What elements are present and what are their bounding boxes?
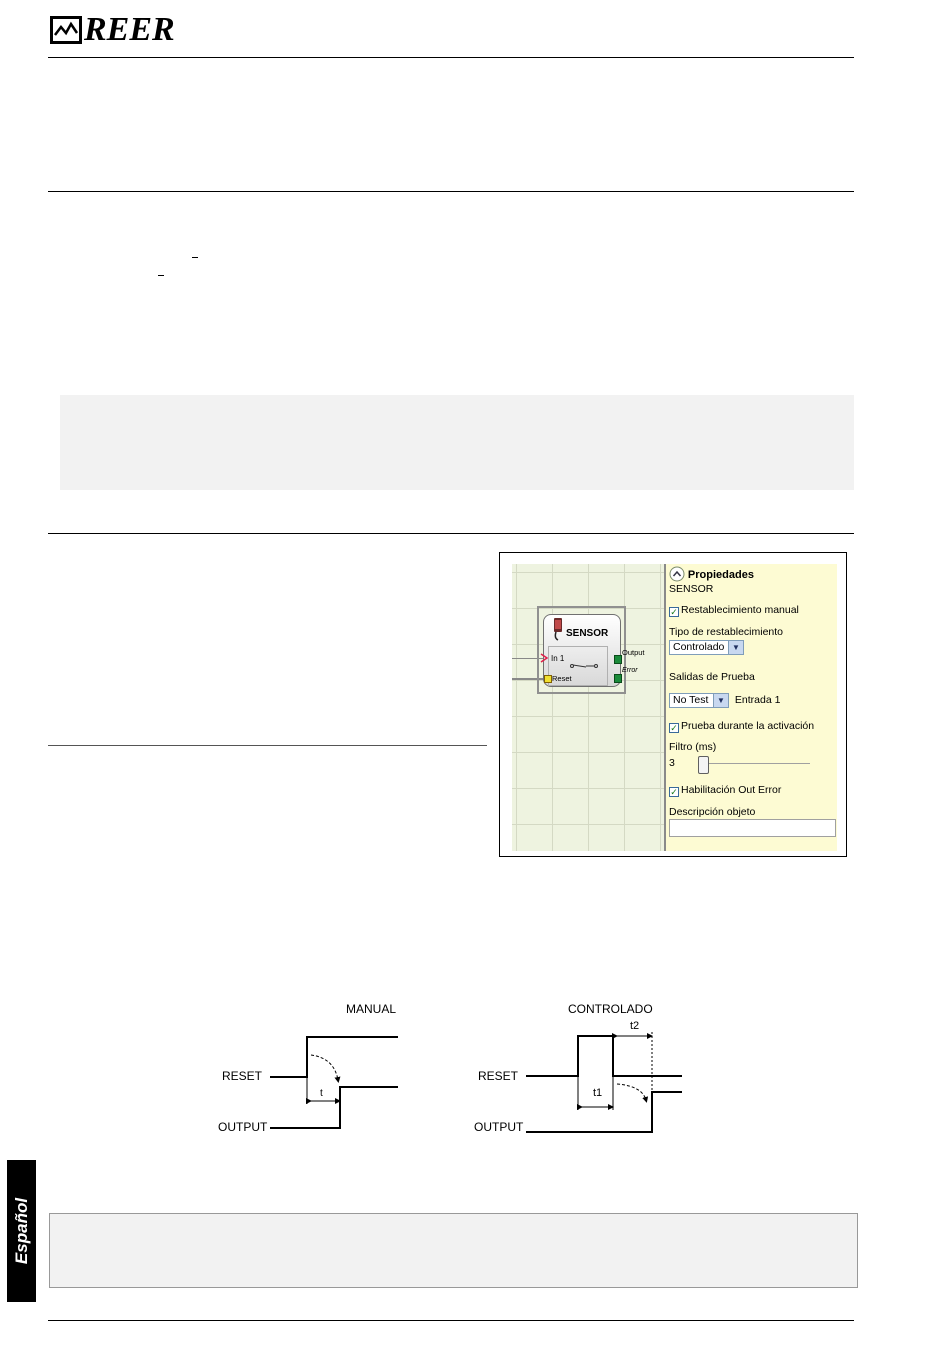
test-outputs-label: Salidas de Prueba — [669, 671, 755, 683]
section-rule-1 — [48, 191, 854, 192]
manual-reset-label: RESET — [222, 1069, 263, 1083]
test-outputs-value: No Test — [673, 694, 709, 706]
input-arrow-icon — [540, 653, 549, 663]
controlled-output-label: OUTPUT — [474, 1120, 524, 1134]
test-on-activation-label: Prueba durante la activación — [681, 720, 815, 732]
header-rule — [48, 57, 854, 58]
filter-slider-thumb[interactable] — [698, 756, 709, 774]
input-pin-label: In 1 — [551, 654, 565, 663]
properties-header: Propiedades — [669, 566, 754, 582]
filter-slider-track[interactable] — [702, 763, 810, 764]
switch-contact-icon — [570, 664, 598, 668]
chevron-down-icon[interactable]: ▼ — [728, 641, 743, 654]
output-pin-label: Output — [622, 648, 645, 657]
controlled-t2-label: t2 — [630, 1020, 640, 1032]
language-tab: Español — [7, 1160, 36, 1302]
panel-splitter[interactable] — [664, 564, 666, 851]
description-input[interactable] — [669, 819, 836, 837]
manual-diagram-title: MANUAL — [346, 1002, 397, 1016]
manual-reset-option[interactable]: ✓Restablecimiento manual — [669, 604, 799, 617]
sensor-block-selection — [537, 606, 626, 694]
chevron-down-icon[interactable]: ▼ — [713, 694, 728, 707]
reset-type-select[interactable]: Controlado ▼ — [669, 640, 744, 655]
controlled-t1-label: t1 — [593, 1087, 603, 1099]
output-pin[interactable] — [614, 655, 622, 664]
out-error-label: Habilitación Out Error — [681, 784, 782, 796]
test-on-activation-checkbox[interactable]: ✓ — [669, 723, 679, 733]
reset-wire — [512, 678, 544, 680]
underscore-mark — [158, 275, 164, 276]
collapse-icon[interactable] — [669, 566, 685, 582]
section-rule-3 — [48, 745, 487, 746]
brand-name: REER — [84, 11, 175, 48]
footer-rule — [48, 1320, 854, 1321]
controlled-diagram-title: CONTROLADO — [568, 1002, 653, 1016]
input-wire — [512, 658, 544, 659]
test-outputs-select[interactable]: No Test ▼ — [669, 693, 729, 708]
manual-output-label: OUTPUT — [218, 1120, 268, 1134]
error-pin-label: Error — [622, 667, 638, 674]
properties-title: Propiedades — [687, 569, 754, 581]
test-on-activation-option[interactable]: ✓Prueba durante la activación — [669, 720, 814, 733]
controlled-reset-signal — [526, 1035, 682, 1077]
filter-label: Filtro (ms) — [669, 741, 717, 753]
properties-panel: Propiedades SENSOR ✓Restablecimiento man… — [666, 564, 837, 851]
reer-logo-icon — [50, 16, 82, 44]
brand-logo: REER — [50, 12, 175, 48]
description-label: Descripción objeto — [669, 806, 756, 818]
section-rule-2 — [48, 533, 854, 534]
sensor-block-title: SENSOR — [566, 628, 609, 639]
reset-pin-label: Reset — [552, 674, 572, 683]
test-outputs-input-label: Entrada 1 — [734, 694, 781, 707]
manual-t-label: t — [320, 1088, 323, 1099]
sensor-inner-panel — [548, 646, 608, 686]
manual-reset-signal — [270, 1036, 398, 1078]
out-error-option[interactable]: ✓Habilitación Out Error — [669, 784, 781, 797]
reset-type-row: Controlado ▼ — [669, 640, 744, 655]
manual-timing-markers — [306, 1054, 341, 1104]
error-pin[interactable] — [614, 674, 622, 683]
manual-reset-label: Restablecimiento manual — [681, 604, 799, 616]
reset-type-label: Tipo de restablecimiento — [669, 626, 784, 638]
language-tab-label: Español — [11, 1197, 31, 1265]
bottom-note-box — [49, 1213, 858, 1288]
manual-reset-checkbox[interactable]: ✓ — [669, 607, 679, 617]
filter-value: 3 — [669, 757, 675, 769]
out-error-checkbox[interactable]: ✓ — [669, 787, 679, 797]
test-outputs-row: No Test ▼ Entrada 1 — [669, 693, 780, 708]
photocell-icon — [554, 618, 562, 641]
object-name: SENSOR — [669, 583, 714, 595]
note-box — [60, 395, 854, 490]
manual-output-signal — [270, 1086, 398, 1129]
reset-pin[interactable] — [544, 675, 552, 683]
underscore-mark — [192, 257, 198, 258]
controlled-timing-markers — [577, 1032, 653, 1110]
controlled-reset-label: RESET — [478, 1069, 519, 1083]
controlled-output-signal — [526, 1091, 682, 1133]
reset-type-value: Controlado — [673, 641, 725, 653]
